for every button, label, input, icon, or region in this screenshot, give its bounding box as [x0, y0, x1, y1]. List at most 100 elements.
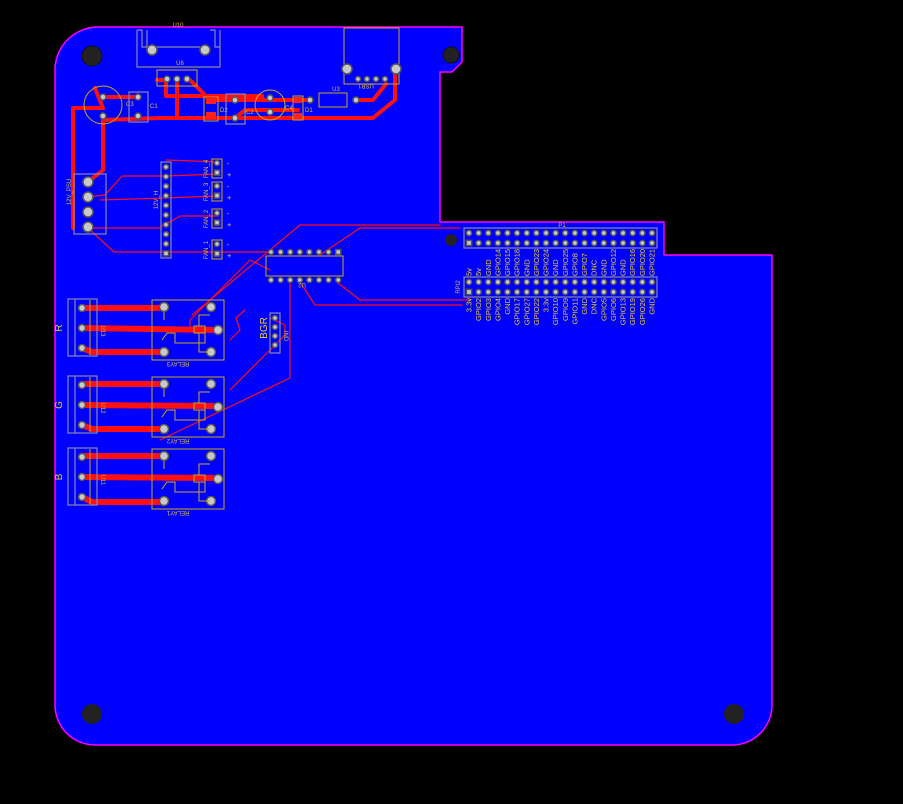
pad: [523, 229, 531, 237]
c4-label: C4: [285, 106, 293, 112]
gpio-top-label: 5v: [465, 268, 474, 276]
gpio-bottom-label: GPIO17: [513, 298, 522, 325]
gpio-top-label: DNC: [590, 259, 599, 276]
c2-label: C2: [246, 110, 254, 116]
pad: [590, 229, 598, 237]
fan-label: FAN_4: [204, 159, 210, 178]
pad: [533, 278, 540, 286]
pad: [334, 276, 342, 284]
pad: [629, 278, 637, 286]
gpio-bottom-label: GPIO3: [484, 298, 493, 321]
gpio-top-label: GND: [522, 259, 531, 276]
pad: [475, 278, 482, 286]
gpio-bottom-label: GND: [580, 297, 589, 314]
pad: [213, 240, 221, 248]
pad: [158, 301, 170, 313]
pad: [542, 288, 550, 296]
pad: [162, 221, 170, 228]
gpio-bottom-label: GND: [647, 297, 656, 314]
mounting-hole: [81, 45, 103, 67]
fan-label: FAN_1: [204, 240, 210, 259]
pad: [286, 276, 294, 284]
terminal-label: U13: [99, 325, 105, 337]
gpio-top-label: GPIO20: [638, 249, 647, 276]
pad: [77, 323, 87, 333]
gpio-top-label: GPIO8: [570, 253, 579, 276]
plus-mark: +: [227, 251, 232, 260]
u10-barrel-jack: U10: [136, 23, 221, 68]
pad: [213, 192, 221, 199]
pad: [561, 239, 569, 247]
pad: [465, 239, 473, 247]
gpio-bottom-label: 3.3v: [542, 298, 551, 312]
pad: [561, 278, 569, 286]
pad: [533, 229, 540, 237]
u3-label: U3: [332, 87, 340, 93]
pad: [629, 288, 637, 296]
pad: [610, 239, 617, 247]
pad: [648, 239, 656, 247]
pad: [619, 239, 627, 247]
gpio-bottom-label: GPIO11: [570, 298, 579, 325]
pad: [648, 278, 656, 286]
pad: [212, 401, 224, 413]
pad: [484, 288, 492, 296]
gpio-top-label: GND: [599, 259, 608, 276]
mounting-hole: [82, 704, 102, 724]
pad: [334, 248, 342, 256]
pad: [600, 278, 608, 286]
pad: [158, 450, 170, 462]
plus-mark: +: [227, 193, 232, 202]
pad: [648, 229, 656, 237]
pad: [77, 303, 87, 313]
relay-label: RELAY2: [166, 437, 189, 443]
relay-label: RELAY1: [166, 509, 189, 515]
c1-capacitor: C1: [128, 91, 158, 123]
relay-label: RELAY3: [166, 360, 189, 366]
pad: [315, 248, 323, 256]
pad: [465, 288, 473, 296]
mounting-hole: [724, 704, 744, 724]
pad: [533, 288, 540, 296]
pad: [494, 278, 502, 286]
pad: [638, 229, 646, 237]
pad: [638, 239, 646, 247]
pad: [325, 276, 332, 284]
pad: [77, 380, 87, 390]
pad: [513, 239, 521, 247]
gpio-top-label: GPIO23: [532, 249, 541, 276]
gpio-bottom-label: GPIO6: [609, 298, 618, 321]
psu-terminal: 12V_PSU: [67, 173, 107, 235]
pad: [638, 288, 646, 296]
pad: [619, 278, 627, 286]
gpio-bottom-label: GPIO22: [532, 298, 541, 325]
pad: [213, 159, 221, 167]
pad: [77, 400, 87, 410]
pad: [77, 452, 87, 462]
pad: [205, 450, 217, 462]
pad: [600, 229, 608, 237]
pad: [77, 492, 87, 502]
gpio-top-label: GND: [551, 259, 560, 276]
pad: [504, 278, 511, 286]
pad: [648, 288, 656, 296]
c1-label: C1: [150, 104, 158, 110]
fan-connector: FAN_1+-: [204, 239, 232, 260]
pad: [277, 276, 284, 284]
c3-capacitor: C3: [83, 85, 134, 125]
pad: [494, 288, 502, 296]
pad: [561, 229, 569, 237]
pad: [552, 229, 560, 237]
pad: [581, 278, 588, 286]
pad: [158, 495, 170, 507]
bgr-label: BGR: [259, 317, 270, 339]
pad: [162, 250, 170, 257]
gpio-bottom-label: GPIO19: [628, 298, 637, 325]
pad: [619, 288, 627, 296]
pad: [213, 182, 221, 190]
pad: [162, 182, 170, 190]
pad: [158, 346, 170, 358]
pad: [205, 378, 217, 390]
pad: [523, 288, 531, 296]
gpio-bottom-label: GND: [503, 297, 512, 314]
